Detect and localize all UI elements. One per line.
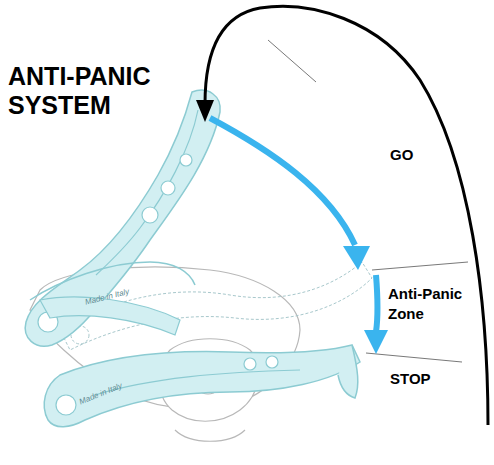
stop-arrowhead	[364, 330, 388, 354]
lever-travel-arrows	[210, 118, 378, 332]
zone-label: GO	[388, 146, 415, 163]
rope-arc-arrow	[196, 6, 488, 425]
go-arrowhead	[343, 246, 370, 270]
lever-stop-position	[40, 297, 360, 427]
zone-label: STOP	[388, 370, 433, 387]
diagram-title: ANTI-PANIC SYSTEM	[8, 62, 193, 120]
lever-go-position	[25, 90, 220, 346]
zone-label: Anti-Panic Zone	[386, 284, 478, 324]
